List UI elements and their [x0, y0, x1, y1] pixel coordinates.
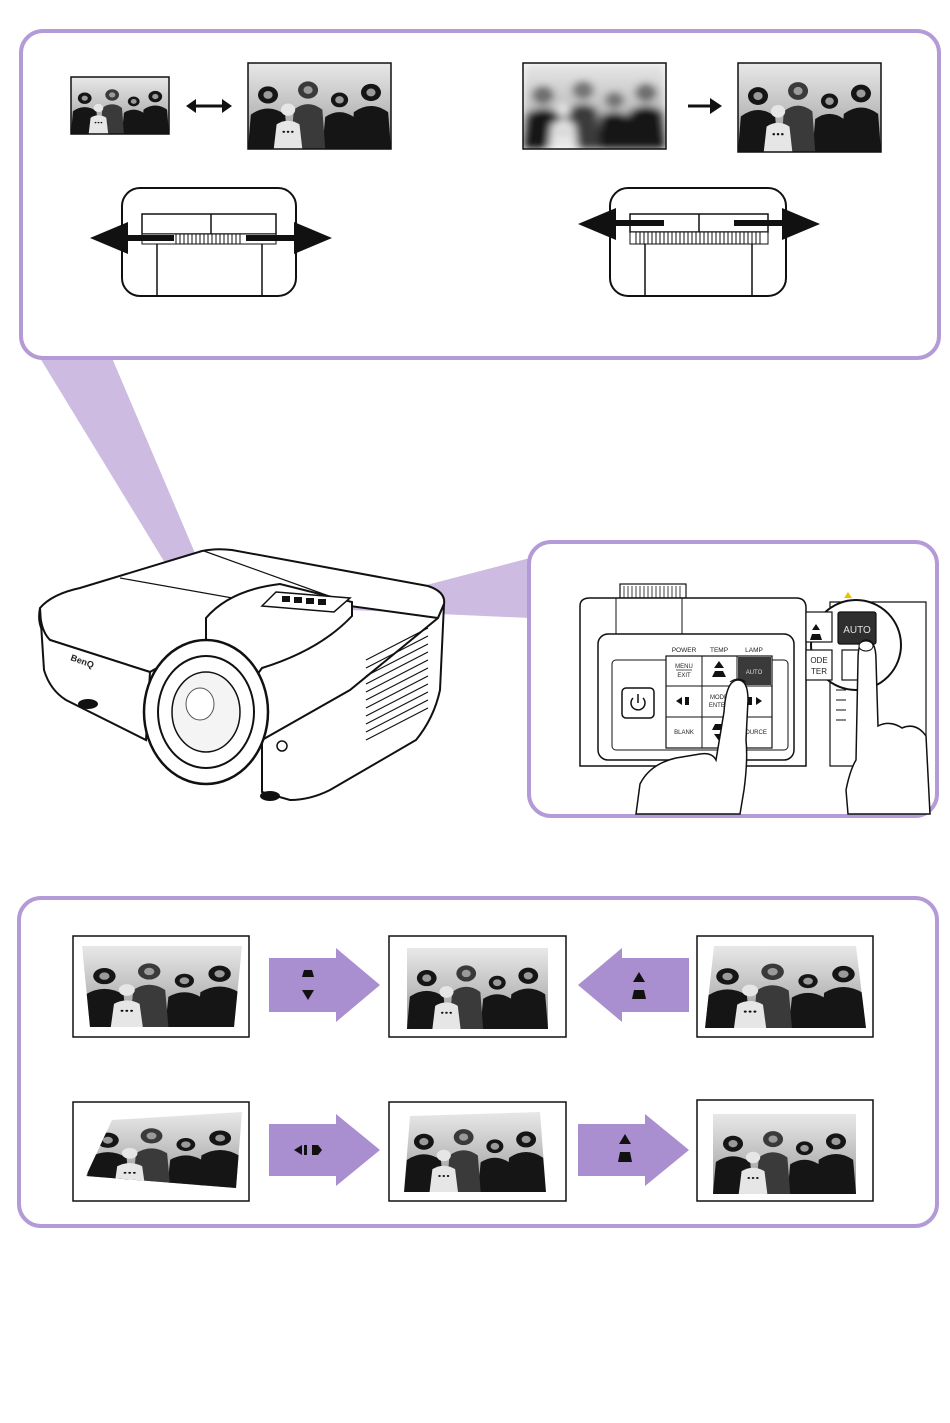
keystone-down-icon — [302, 970, 314, 977]
control-panel-callout: POWER TEMP LAMP MENU EXIT AUTO — [529, 542, 937, 816]
vertical-keystone-wide-top — [73, 936, 249, 1037]
corrected-image-1 — [389, 936, 566, 1037]
zoomed-keystone-up — [806, 612, 832, 642]
auto-label: AUTO — [746, 670, 763, 676]
zoom-large-image — [248, 63, 391, 149]
power-button[interactable] — [622, 688, 654, 718]
exit-label: EXIT — [677, 673, 691, 679]
temp-indicator-label: TEMP — [710, 647, 728, 654]
zoomed-enter-label: TER — [811, 667, 827, 676]
zoom-small-image — [71, 77, 169, 134]
horizontal-keystone-image — [73, 1102, 249, 1201]
blank-button[interactable]: BLANK — [674, 730, 694, 736]
zoomed-mode-label: ODE — [810, 656, 827, 665]
vertical-keystone-wide-bottom — [697, 936, 873, 1037]
blurred-image — [523, 63, 666, 149]
keystone-down-icon — [618, 1152, 632, 1162]
focus-ring-illustration — [578, 188, 820, 296]
zoom-ring-illustration — [90, 188, 332, 296]
fully-corrected-image — [697, 1100, 873, 1201]
projector-illustration: BenQ — [39, 549, 530, 801]
power-indicator-label: POWER — [672, 647, 697, 654]
focused-image — [738, 63, 881, 152]
corrected-horizontal-image — [389, 1102, 566, 1201]
keystone-panel — [19, 898, 937, 1226]
lamp-indicator-label: LAMP — [745, 647, 763, 654]
menu-label: MENU — [675, 664, 693, 670]
zoomed-auto-button[interactable]: AUTO — [838, 612, 876, 644]
zoomed-auto-label: AUTO — [843, 625, 871, 636]
